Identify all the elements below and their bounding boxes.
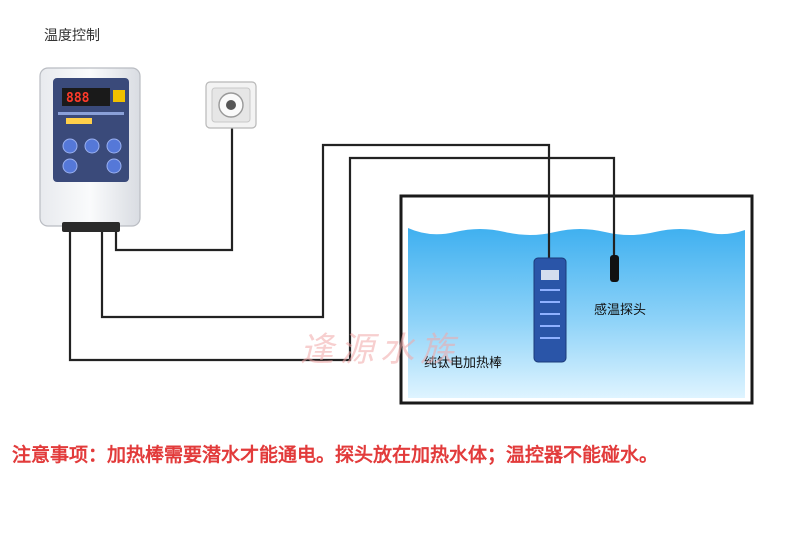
button-icon: [62, 158, 78, 174]
svg-text:888: 888: [66, 91, 90, 106]
temperature-controller: 888: [39, 67, 141, 232]
titanium-heater: [533, 257, 567, 363]
water: [408, 228, 745, 398]
button-icon: [62, 138, 78, 154]
tank-frame: [399, 194, 754, 405]
button-icon: [106, 158, 122, 174]
button-icon: [106, 138, 122, 154]
aquarium-tank: [399, 194, 754, 405]
wire-probe: [68, 156, 616, 362]
probe-label: 感温探头: [594, 303, 647, 318]
watermark: 逢源水族: [300, 330, 460, 370]
temperature-probe: [610, 255, 619, 282]
wire-heater: [100, 143, 551, 319]
notice-text: 注意事项：加热棒需要潜水才能通电。探头放在加热水体；温控器不能碰水。: [12, 444, 659, 466]
heater-label: 纯钛电加热棒: [424, 356, 503, 371]
button-icon: [84, 138, 100, 154]
wires: [68, 110, 616, 362]
wall-outlet: [205, 81, 257, 129]
page-title: 温度控制: [44, 28, 100, 44]
wire-power: [114, 110, 234, 252]
